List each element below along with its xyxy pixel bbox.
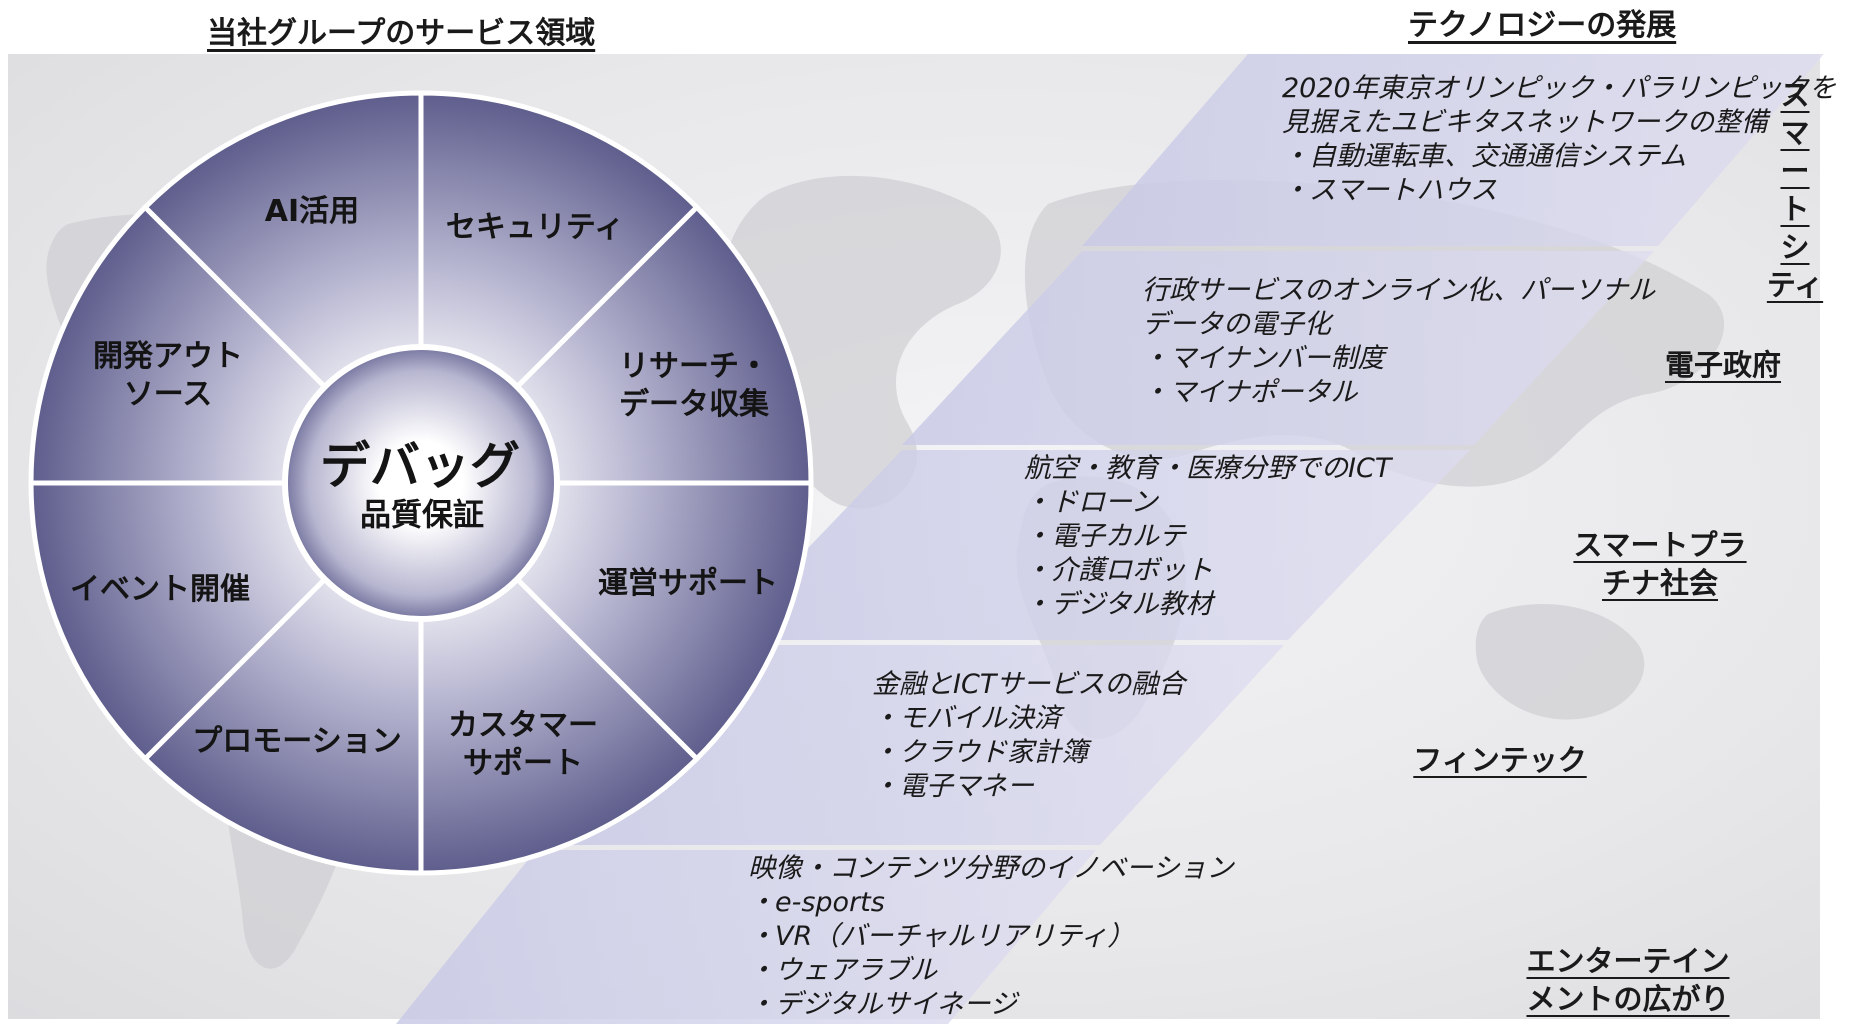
center-title: デバッグ xyxy=(320,437,520,495)
stage-line: 2020年東京オリンピック・パラリンピックを xyxy=(1282,73,1837,104)
wheel-segment-label: 運営サポート xyxy=(598,566,778,601)
band-smart-platinum xyxy=(720,450,1470,640)
wheel-segment-label: リサーチ・ データ収集 xyxy=(619,349,769,422)
stage-line: ・自動運転車、交通通信システム xyxy=(1282,141,1687,172)
wheel-segment-label: イベント開催 xyxy=(70,572,250,607)
stage-line: 見据えたユビキタスネットワークの整備 xyxy=(1282,107,1768,138)
stage-label: フィンテック xyxy=(1413,743,1587,777)
stage-line: ・介護ロボット xyxy=(1024,555,1213,586)
band-smart-city xyxy=(1082,54,1824,246)
stage-line: ・モバイル決済 xyxy=(872,703,1061,734)
stage-line: データの電子化 xyxy=(1142,309,1331,340)
left-heading: 当社グループのサービス領域 xyxy=(207,16,596,51)
stage-label: スマートプラチナ社会 xyxy=(1573,528,1747,600)
wheel-segment-label: セキュリティ xyxy=(445,210,625,245)
center-subtitle: 品質保証 xyxy=(360,497,484,534)
stage-description: 映像・コンテンツ分野のイノベーション・e-sports・VR（バーチャルリアリテ… xyxy=(748,852,1233,1022)
stage-label: 電子政府 xyxy=(1664,348,1782,382)
center-hub xyxy=(282,344,560,622)
stage-line: ・スマートハウス xyxy=(1282,175,1498,206)
stage-line: 航空・教育・医療分野でのICT xyxy=(1024,453,1392,484)
stage-line: ・e-sports xyxy=(748,887,885,918)
wheel-segment-label: AI活用 xyxy=(264,194,360,229)
stage-label: スマート シティ xyxy=(1766,78,1824,302)
band-entertainment xyxy=(396,850,1096,1024)
right-heading: テクノロジーの発展 xyxy=(1408,8,1677,43)
stage-label: エンターテインメントの広がり xyxy=(1526,944,1730,1016)
stage-description: 金融とICTサービスの融合・モバイル決済・クラウド家計簿・電子マネー xyxy=(872,668,1185,804)
stage-line: ・マイナポータル xyxy=(1142,377,1358,408)
stage-line: ・電子マネー xyxy=(872,771,1034,802)
service-wheel xyxy=(28,90,814,876)
wheel-segment-label: 開発アウト ソース xyxy=(93,339,243,412)
stage-line: ・デジタルサイネージ xyxy=(748,989,1017,1020)
stage-line: ・電子カルテ xyxy=(1024,521,1186,552)
band-e-government xyxy=(902,251,1654,445)
stage-line: ・ウェアラブル xyxy=(748,955,937,986)
stage-line: ・デジタル教材 xyxy=(1024,589,1213,620)
stage-line: ・マイナンバー制度 xyxy=(1142,343,1385,374)
stage-description: 航空・教育・医療分野でのICT・ドローン・電子カルテ・介護ロボット・デジタル教材 xyxy=(1024,452,1391,622)
stage-description: 2020年東京オリンピック・パラリンピックを見据えたユビキタスネットワークの整備… xyxy=(1282,72,1836,208)
wheel-segment-label: カスタマー サポート xyxy=(448,708,598,781)
stage-line: 金融とICTサービスの融合 xyxy=(872,669,1186,700)
stage-line: ・VR（バーチャルリアリティ） xyxy=(748,921,1135,952)
stage-line: ・クラウド家計簿 xyxy=(872,737,1088,768)
stage-line: 映像・コンテンツ分野のイノベーション xyxy=(748,853,1234,884)
stage-line: 行政サービスのオンライン化、パーソナル xyxy=(1142,275,1655,306)
stage-description: 行政サービスのオンライン化、パーソナルデータの電子化・マイナンバー制度・マイナポ… xyxy=(1142,274,1655,410)
stage-line: ・ドローン xyxy=(1024,487,1158,518)
wheel-segment-label: プロモーション xyxy=(192,724,402,759)
